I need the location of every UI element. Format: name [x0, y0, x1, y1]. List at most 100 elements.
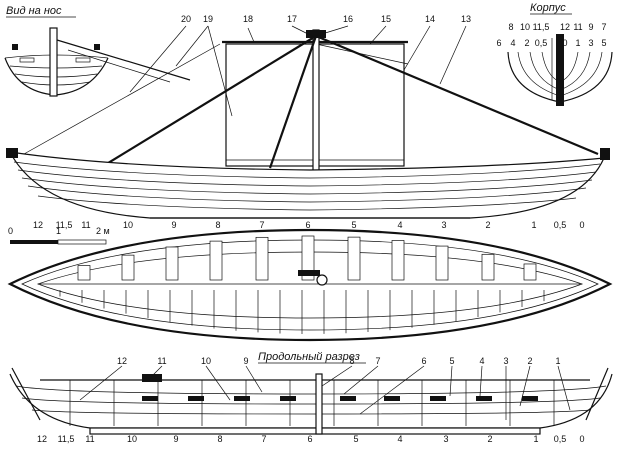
- stern-post-top: [6, 148, 18, 158]
- section-station-label: 5: [353, 434, 358, 444]
- plan-thwart: [255, 236, 269, 281]
- bow-view-line: [67, 49, 171, 83]
- plan-thwart: [301, 235, 315, 281]
- section-station-label: 2: [487, 434, 492, 444]
- section-stern: [11, 367, 41, 421]
- scale-label-start: 0: [8, 226, 13, 236]
- section-leader: [205, 365, 231, 401]
- section-mast-step: [315, 373, 323, 435]
- section-thwart: [340, 396, 356, 401]
- section-stem: [585, 367, 609, 421]
- section-callout-label: 9: [243, 356, 248, 366]
- side-callout-label: 18: [243, 14, 253, 24]
- section-leader: [149, 365, 163, 379]
- side-callout-label: 16: [343, 14, 353, 24]
- shroud: [268, 35, 318, 169]
- side-callout-label: 15: [381, 14, 391, 24]
- sail-line: [315, 43, 409, 65]
- plan-hull-outline: [7, 228, 613, 342]
- section-station-label: 0,5: [554, 434, 567, 444]
- plan-inner-line: [36, 251, 584, 319]
- section-thwart: [384, 396, 400, 401]
- hull-frame-label: 3: [588, 38, 593, 48]
- section-callout-label: 7: [375, 356, 380, 366]
- side-callout-label: 19: [203, 14, 213, 24]
- section-callout-label: 2: [527, 356, 532, 366]
- section-callout-label: 12: [117, 356, 127, 366]
- hull-frame-label: 5: [601, 38, 606, 48]
- scale-bar: 0 1 2 м: [8, 226, 110, 245]
- section-callout-label: 1: [555, 356, 560, 366]
- plan-thwart: [77, 265, 91, 281]
- side-station-label: 1: [531, 220, 536, 230]
- side-station-label: 0: [579, 220, 584, 230]
- plan-thwart: [347, 236, 361, 281]
- section-station-label: 12: [37, 434, 47, 444]
- side-station-label: 11: [81, 220, 90, 230]
- section-leader: [79, 365, 123, 401]
- section-hull: [9, 373, 613, 429]
- section-strake: [21, 397, 601, 405]
- hull-frame-label: 11: [573, 22, 582, 32]
- leader-15: [369, 25, 387, 45]
- hull-frame-label: 0: [562, 38, 567, 48]
- section-keel: [89, 427, 541, 435]
- hull-frame-label: 9: [588, 22, 593, 32]
- section-station-label: 0: [579, 434, 584, 444]
- bow-view-block: [75, 57, 91, 63]
- section-callout-label: 8: [349, 356, 354, 366]
- section-station-label: 8: [217, 434, 222, 444]
- section-leader: [449, 365, 453, 397]
- side-strake: [17, 169, 597, 187]
- side-strake: [37, 195, 577, 211]
- section-station-label: 1: [533, 434, 538, 444]
- bow-view-stem: [49, 27, 58, 97]
- bow-view-block: [19, 57, 35, 63]
- leader-19b: [175, 25, 209, 67]
- section-thwart: [522, 396, 538, 401]
- stem-post-top: [600, 148, 610, 160]
- side-callout-label: 14: [425, 14, 435, 24]
- backstay: [315, 34, 599, 156]
- section-leader: [557, 365, 571, 411]
- scale-label-mid: 1: [56, 226, 61, 236]
- side-station-label: 12: [33, 220, 43, 230]
- plan-mast-step: [298, 270, 320, 276]
- hull-frame-line: [559, 51, 603, 97]
- hull-frame-label: 4: [510, 38, 515, 48]
- scale-bar-white: [57, 239, 107, 245]
- section-leader: [343, 365, 379, 395]
- section-block: [142, 374, 162, 382]
- plan-mast-circle: [316, 274, 328, 286]
- leader-18: [247, 27, 255, 43]
- section-station-label: 10: [127, 434, 137, 444]
- section-callout-label: 6: [421, 356, 426, 366]
- section-thwart: [476, 396, 492, 401]
- side-station-label: 4: [397, 220, 402, 230]
- side-station-label: 7: [259, 220, 264, 230]
- section-station-label: 7: [261, 434, 266, 444]
- hull-frame-label: 12: [560, 22, 570, 32]
- section-title: Продольный разрез: [258, 351, 360, 363]
- hull-frame-line: [529, 51, 561, 91]
- section-strake: [15, 385, 607, 395]
- section-station-label: 11,5: [58, 434, 75, 444]
- section-callout-label: 11: [157, 356, 166, 366]
- masthead-block: [306, 30, 326, 38]
- leader-16: [321, 25, 349, 35]
- section-thwart: [430, 396, 446, 401]
- section-thwart: [188, 396, 204, 401]
- side-station-label: 11,5: [56, 220, 73, 230]
- hull-frame-label: 1: [575, 38, 580, 48]
- leader-14: [403, 25, 431, 71]
- section-station-label: 6: [307, 434, 312, 444]
- hull-frame-label: 8: [508, 22, 513, 32]
- plan-view: [7, 228, 613, 342]
- halyard: [23, 43, 221, 155]
- side-strake: [13, 161, 601, 179]
- section-station-label: 4: [397, 434, 402, 444]
- section-thwart: [280, 396, 296, 401]
- side-hull: [8, 151, 605, 219]
